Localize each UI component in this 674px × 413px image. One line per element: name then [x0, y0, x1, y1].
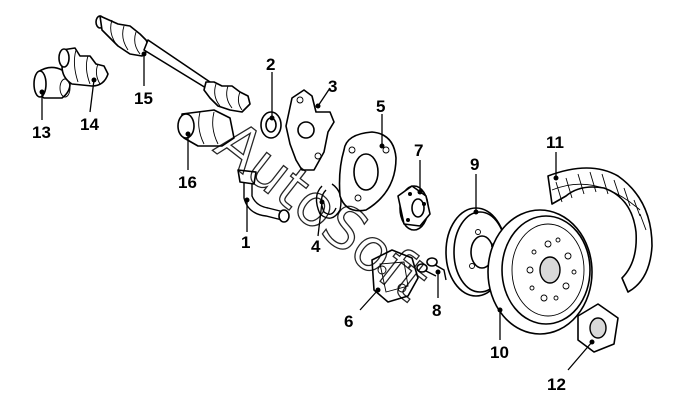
callout-9: 9 — [470, 155, 479, 174]
part-10-wheel-rim — [487, 209, 593, 335]
callout-10: 10 — [490, 343, 509, 362]
part-15-drive-shaft — [95, 15, 251, 113]
part-7-hub — [397, 185, 431, 231]
part-16-cv-joint — [177, 109, 235, 147]
callout-8: 8 — [432, 301, 441, 320]
callout-1: 1 — [241, 233, 250, 252]
callout-15: 15 — [134, 89, 153, 108]
callout-2: 2 — [266, 55, 275, 74]
callout-12: 12 — [547, 375, 566, 394]
part-3-steering-knuckle — [285, 89, 335, 171]
callout-4: 4 — [311, 237, 321, 256]
callout-6: 6 — [344, 312, 353, 331]
callout-labels: 1 2 3 4 5 6 7 8 9 10 11 12 13 14 15 16 — [32, 55, 566, 394]
callout-5: 5 — [376, 97, 385, 116]
part-5-dust-shield — [338, 131, 397, 212]
part-14-boot — [58, 47, 109, 87]
callout-16: 16 — [178, 173, 197, 192]
callout-leaders — [39, 51, 595, 371]
callout-3: 3 — [328, 77, 337, 96]
part-8-bolts — [416, 257, 447, 281]
callout-14: 14 — [80, 115, 99, 134]
callout-7: 7 — [414, 141, 423, 160]
part-11-tire — [547, 167, 653, 293]
callout-11: 11 — [546, 133, 564, 152]
part-1-brake-hose — [237, 169, 290, 223]
callout-13: 13 — [32, 123, 51, 142]
part-12-hub-cap — [577, 303, 619, 353]
